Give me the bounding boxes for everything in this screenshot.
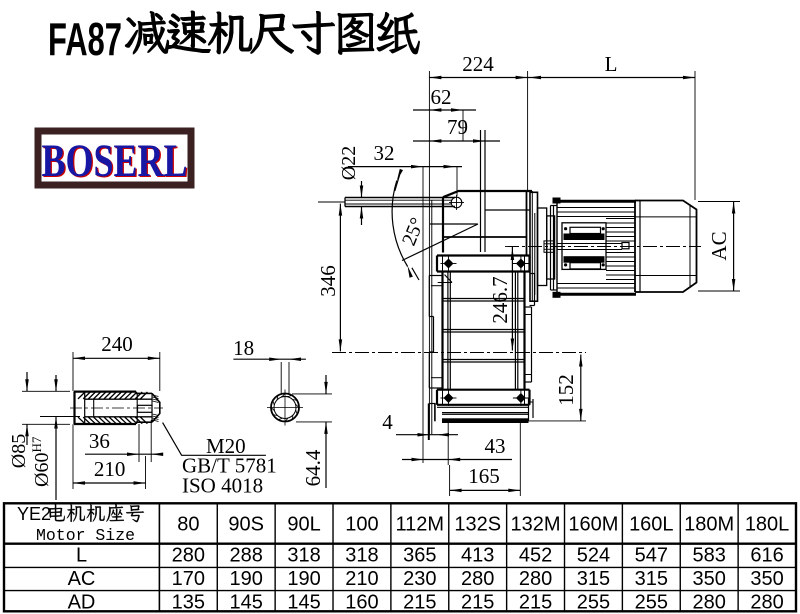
svg-text:BOSERL: BOSERL	[43, 136, 189, 188]
svg-text:350: 350	[750, 568, 783, 590]
svg-text:ISO 4018: ISO 4018	[182, 474, 263, 498]
svg-text:350: 350	[693, 568, 726, 590]
svg-text:112M: 112M	[396, 514, 445, 536]
svg-text:Ø60H7: Ø60H7	[29, 436, 53, 487]
svg-text:160L: 160L	[629, 514, 674, 536]
svg-text:315: 315	[635, 568, 668, 590]
svg-text:79: 79	[447, 115, 468, 139]
svg-text:FA87: FA87	[48, 13, 122, 65]
svg-text:32: 32	[374, 141, 395, 165]
svg-text:L: L	[605, 52, 618, 76]
svg-text:100: 100	[345, 514, 378, 536]
svg-text:413: 413	[461, 545, 494, 567]
svg-text:215: 215	[519, 591, 552, 613]
svg-text:524: 524	[577, 545, 610, 567]
svg-text:YE2: YE2	[17, 504, 51, 524]
svg-text:160: 160	[345, 591, 378, 613]
svg-text:4: 4	[382, 410, 393, 434]
svg-text:280: 280	[172, 545, 205, 567]
svg-text:M20: M20	[206, 434, 246, 458]
svg-text:80: 80	[177, 514, 199, 536]
svg-text:Motor Size: Motor Size	[36, 526, 135, 545]
svg-text:616: 616	[750, 545, 783, 567]
svg-text:180M: 180M	[684, 514, 734, 536]
svg-text:145: 145	[230, 591, 263, 613]
svg-text:BOSERL: BOSERL	[42, 135, 188, 187]
svg-text:170: 170	[172, 568, 205, 590]
svg-text:215: 215	[403, 591, 436, 613]
svg-text:318: 318	[287, 545, 320, 567]
svg-text:152: 152	[554, 374, 578, 406]
svg-text:GB/T 5781: GB/T 5781	[182, 454, 277, 478]
svg-text:452: 452	[519, 545, 552, 567]
svg-text:224: 224	[462, 52, 494, 76]
svg-text:132M: 132M	[511, 514, 561, 536]
svg-text:36: 36	[89, 429, 110, 453]
svg-text:280: 280	[693, 591, 726, 613]
svg-text:165: 165	[468, 464, 500, 488]
svg-text:Ø22: Ø22	[338, 146, 360, 180]
svg-text:135: 135	[172, 591, 205, 613]
svg-text:288: 288	[230, 545, 263, 567]
svg-text:64.4: 64.4	[301, 449, 325, 486]
svg-text:AC: AC	[707, 231, 731, 260]
svg-text:210: 210	[94, 457, 126, 481]
svg-text:160M: 160M	[568, 514, 618, 536]
svg-text:210: 210	[345, 568, 378, 590]
svg-text:132S: 132S	[454, 514, 501, 536]
svg-text:215: 215	[461, 591, 494, 613]
svg-text:240: 240	[101, 332, 133, 356]
svg-text:280: 280	[519, 568, 552, 590]
svg-text:90S: 90S	[228, 514, 264, 536]
svg-text:62: 62	[431, 85, 452, 109]
svg-text:145: 145	[287, 591, 320, 613]
svg-text:346: 346	[316, 265, 340, 297]
svg-text:90L: 90L	[287, 514, 320, 536]
svg-text:25°: 25°	[398, 215, 429, 249]
svg-text:315: 315	[577, 568, 610, 590]
svg-text:190: 190	[230, 568, 263, 590]
svg-text:Ø85: Ø85	[8, 434, 30, 468]
svg-text:280: 280	[461, 568, 494, 590]
svg-text:230: 230	[403, 568, 436, 590]
svg-text:L: L	[76, 545, 87, 567]
svg-text:18: 18	[233, 336, 254, 360]
svg-text:AC: AC	[68, 568, 96, 590]
svg-text:AD: AD	[68, 591, 96, 613]
svg-text:255: 255	[635, 591, 668, 613]
svg-text:318: 318	[345, 545, 378, 567]
svg-text:246.7: 246.7	[488, 276, 512, 323]
svg-text:365: 365	[403, 545, 436, 567]
svg-text:180L: 180L	[745, 514, 790, 536]
svg-text:190: 190	[287, 568, 320, 590]
svg-text:547: 547	[635, 545, 668, 567]
svg-text:583: 583	[693, 545, 726, 567]
svg-text:43: 43	[485, 434, 506, 458]
svg-text:255: 255	[577, 591, 610, 613]
svg-text:280: 280	[750, 591, 783, 613]
